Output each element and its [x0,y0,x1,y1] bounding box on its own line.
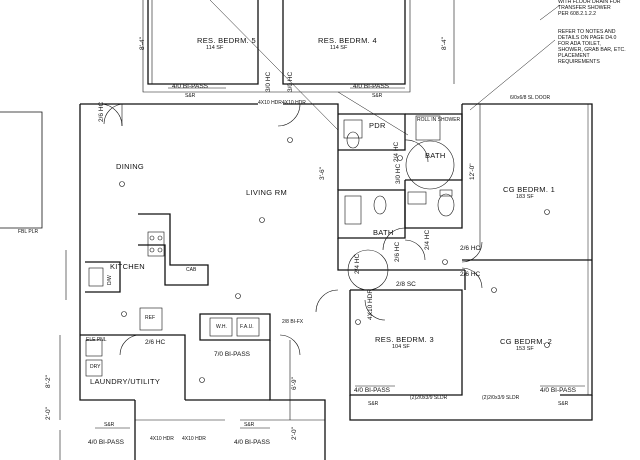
dimension-lower-left: 2'-0" [45,407,52,420]
sliding-door-label: 6/0x6/8 SL DOOR [510,95,551,101]
electrical-panel-label: ELE PNL [86,337,107,343]
door-bi-pass-lower-left: 4/0 BI-PASS [88,439,125,446]
dimension-left-upper: 8'-4" [139,37,146,50]
room-res-bedrm-5-area: 114 SF [206,45,224,51]
door-2-8-sc: 2/8 SC [396,281,416,288]
door-bi-pass-bedrm-2: 4/0 BI-PASS [540,387,577,394]
door-sr-lower-left: S&R [104,422,115,428]
header-4x10-d: 4X10 HDR [150,436,174,442]
door-2-6-hc-b: 2/6 HC [460,245,481,252]
door-2-6-hc-a: 2/6 HC [98,101,105,122]
dimension-lines [59,0,481,460]
door-bi-pass-bedrm-3: 4/0 BI-PASS [354,387,391,394]
room-pdr: PDR [369,121,386,130]
room-kitchen: KITCHEN [110,262,146,271]
dimension-hall: 3'-6" [319,167,326,180]
room-res-bedrm-5: RES. BEDRM. 5 [197,36,256,45]
water-heater-label: W.H. [216,324,227,330]
ada-reference-note: REFER TO NOTES AND DETAILS ON PAGE D4.0 … [558,29,626,65]
door-2-8-bi-fx: 2/8 BI-FX [282,319,304,325]
header-4x10-a: 4X10 HDR [258,100,282,106]
room-bath-upper: BATH [425,151,446,160]
door-sr-bedrm-5: S&R [185,93,196,99]
dryer-label: DRY [90,364,101,370]
door-3-0-hc-c: 3/0 HC [395,163,402,184]
door-bi-pass-bedrm-4: 4/0 BI-PASS [353,83,390,90]
leader-lines [209,0,561,136]
room-cg-bedrm-2: CG BEDRM. 2 [500,337,553,346]
room-cg-bedrm-2-area: 153 SF [516,346,534,352]
room-res-bedrm-4: RES. BEDRM. 4 [318,36,377,45]
door-sr-bedrm-4: S&R [372,93,383,99]
dishwasher-label: D/W [107,275,113,285]
dimension-laundry: 8'-2" [45,375,52,388]
left-panel-label: FBL PLR [18,229,39,235]
section-markers [119,137,550,383]
roll-in-shower-label: ROLL IN SHOWER [417,117,461,123]
door-3-0-hc-a: 3/0 HC [265,71,272,92]
door-sr-lower-right: S&R [244,422,255,428]
room-cg-bedrm-1: CG BEDRM. 1 [503,185,556,194]
door-2-4-hc-b: 2/4 HC [424,229,431,250]
cabinet-label: CAB [186,267,197,273]
header-4x10-c: 4X10 HDR [367,288,374,320]
shower-drain-note: WITH FLOOR DRAIN FOR TRANSFER SHOWER PER… [558,0,621,17]
plan-walls [0,0,593,460]
header-4x10-e: 4X10 HDR [182,436,206,442]
header-4x10-b: 4X10 HDR [282,100,306,106]
door-bi-pass-lower-right: 4/0 BI-PASS [234,439,271,446]
door-sr-bedrm-2: S&R [558,401,569,407]
dimension-utility: 6'-9" [291,377,298,390]
room-res-bedrm-4-area: 114 SF [330,45,348,51]
room-cg-bedrm-1-area: 183 SF [516,194,534,200]
dimension-bedrm-1: 12'-0" [469,163,476,180]
door-sr-bedrm-3: S&R [368,401,379,407]
room-res-bedrm-3-area: 104 SF [392,344,410,350]
window-sldr-bedrm-3: (2)2/0x3/9 SLDR [410,395,448,401]
room-dining: DINING [116,162,145,171]
door-2-6-hc-e: 2/6 HC [145,339,166,346]
furnace-label: F.A.U. [240,324,254,330]
room-bath-lower: BATH [373,228,394,237]
door-swings [99,103,483,356]
bath-fixtures [343,115,455,225]
dimension-right-upper: 8'-4" [441,37,448,50]
room-res-bedrm-3: RES. BEDRM. 3 [375,335,434,344]
door-2-4-hc-c: 2/4 HC [354,253,361,274]
door-2-6-hc-c: 2/6 HC [460,271,481,278]
refrigerator-label: REF [145,315,155,321]
room-living: LIVING RM [246,188,288,197]
door-bi-pass-7-0: 7/0 BI-PASS [214,351,251,358]
kitchen-fixtures [85,231,260,377]
door-2-4-hc-a: 2/4 HC [393,141,400,162]
door-2-6-hc-d: 2/6 HC [394,241,401,262]
dimension-lower-right: 2'-0" [291,427,298,440]
room-laundry-utility: LAUNDRY/UTILITY [90,377,161,386]
closet-shelves [95,87,585,429]
window-sldr-bedrm-2: (2)2/0x3/9 SLDR [482,395,520,401]
door-bi-pass-bedrm-5: 4/0 BI-PASS [172,83,209,90]
door-3-0-hc-b: 3/0 HC [287,71,294,92]
